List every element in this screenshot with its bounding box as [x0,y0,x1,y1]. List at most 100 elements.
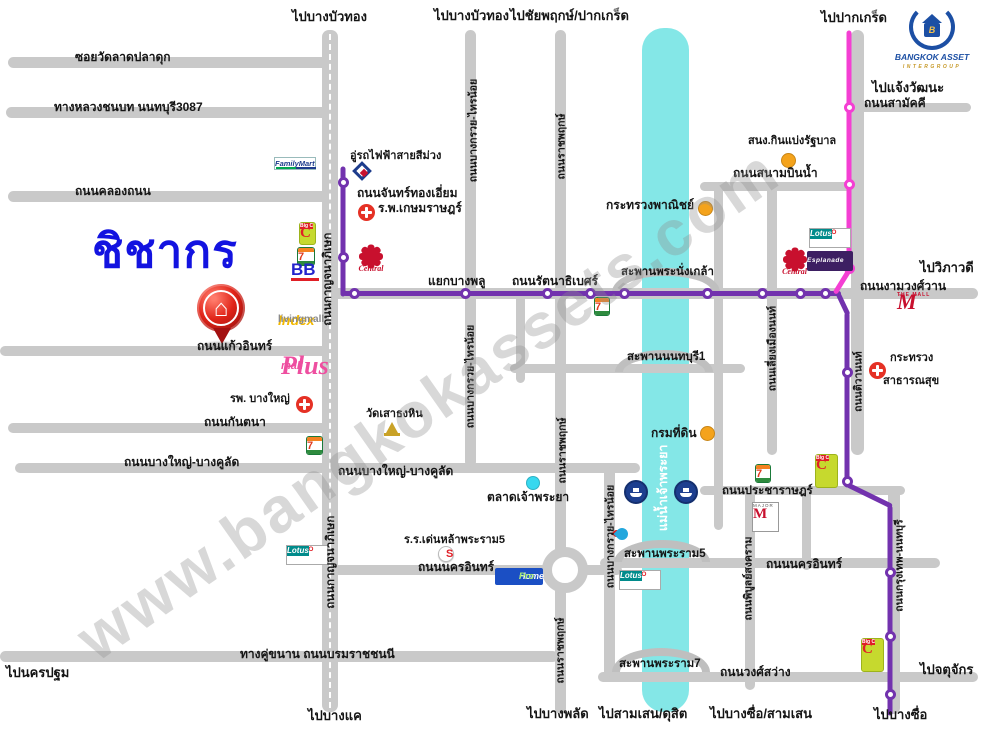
tesco-lotus-logo-2: TESCOLotus [619,570,661,590]
vlabel-kanchanaphisek-south: ถนนกาญจนาภิเษก [324,515,337,609]
station-purple-13 [884,566,896,578]
road-bang-kruai-sai-noi-south [604,467,615,677]
dir-bang-khae: ไปบางแค [308,708,362,723]
road-ratchaphruek [555,30,566,714]
central-rattanathibet-logo: Central [775,245,814,276]
label-highway-3087: ทางหลวงชนบท นนทบุรี3087 [54,100,203,114]
lottery-office-dot [781,153,796,168]
ministry-commerce-dot [698,201,713,216]
station-purple-10 [819,287,831,299]
station-purple-15 [884,688,896,700]
label-purple-line-depot: อู่รถไฟฟ้าสายสีม่วง [350,150,442,162]
road-sanambin-nam [700,182,858,191]
property-location-pin: ⌂ [194,284,250,350]
seven-eleven-logo-1: 7 [297,247,315,266]
bb-logo: BB [291,260,321,284]
seven-eleven-logo-3: 7 [306,436,323,455]
road-samakkhi [853,103,971,112]
label-chao-phraya-market: ตลาดเจ้าพระยา [487,490,570,504]
dir-bang-bua-thong-east: ไปบางบัวทอง [434,8,509,23]
vlabel-krungthep-nonthaburi: ถนนกรุงเทพ-นนทบุรี [893,519,906,612]
bang-yai-hospital-icon [296,396,313,413]
dir-nakhon-pathom: ไปนครปฐม [6,665,70,680]
label-kaeo-in: ถนนแก้วอินทร์ [197,339,273,353]
road-tiwanon [851,30,864,455]
station-pink-17 [843,178,855,190]
label-bang-yai-bang-khulat-west: ถนนบางใหญ่-บางคูลัด [124,455,240,469]
road-minor-traima [516,293,525,383]
vlabel-kanchanaphisek-north: ถนนกาญจนาภิเษก [321,232,334,326]
vlabel-bang-kruai-sai-noi-3: ถนนบางกรวย-ไทรน้อย [604,484,617,589]
road-nakhon-in-east [700,558,940,568]
public-health-ministry-icon [869,362,886,379]
vlabel-bang-kruai-sai-noi-1: ถนนบางกรวย-ไทรน้อย [467,78,480,183]
familymart-logo: FamilyMart [274,157,316,170]
station-purple-12 [841,475,853,487]
vlabel-ratchaphruek-1: ถนนราชพฤกษ์ [555,113,568,180]
vlabel-chao-phraya-river: แม่น้ำเจ้าพระยา [656,444,671,532]
label-ministry-line2: สาธารณสุข [883,375,940,387]
label-borommaratchachonnani: ทางคู่ขนาน ถนนบรมราชชนนี [240,647,395,661]
label-bridge-phra-nang-klao: สะพานพระนั่งเกล้า [621,266,714,278]
label-kantana: ถนนกันตนา [204,415,266,429]
label-khlong-thanon: ถนนคลองถนน [75,184,151,198]
dir-vibhavadi: ไปวิภาวดี [920,260,974,275]
label-bang-yai-hospital: รพ. บางใหญ่ [230,393,290,405]
vlabel-tiwanon: ถนนติวานนท์ [852,351,865,412]
vlabel-ratchaphruek-3: ถนนราชพฤกษ์ [554,617,567,684]
page-title: ชิชากร [92,225,238,277]
seven-eleven-logo-4: 7 [755,464,771,483]
station-purple-0 [337,176,349,188]
station-purple-1 [337,251,349,263]
label-lottery-office: สนง.กินแบ่งรัฐบาล [748,135,837,147]
label-chan-thong-iam: ถนนจันทร์ทองเอี่ยม [357,186,458,200]
label-ministry-line1: กระทรวง [890,352,934,364]
station-purple-2 [348,287,360,299]
kasemrad-hospital-icon [358,204,375,221]
road-phibun-songkhram [745,487,755,690]
station-purple-7 [701,287,713,299]
label-land-department: กรมที่ดิน [651,426,697,440]
label-rattanathibet: ถนนรัตนาธิเบศร์ [512,274,598,288]
vlabel-bang-kruai-sai-noi-2: ถนนบางกรวย-ไทรน้อย [464,324,477,429]
mrt-purple-line-seg3 [844,312,850,487]
label-kasemrad-hospital: ร.พ.เกษมราษฎร์ [378,201,462,215]
road-lieng-mueang-non [767,182,777,455]
dir-bang-bua-thong-west: ไปบางบัวทอง [292,9,367,24]
tesco-lotus-logo-3: TESCOLotus [809,228,851,248]
mrt-purple-line-seg5 [887,505,893,715]
label-samakkhi: ถนนสามัคคี [864,96,926,110]
vlabel-lieng-mueang-non: ถนนเลี่ยงเมืองนนท์ [766,305,779,392]
station-purple-9 [794,287,806,299]
label-wong-sawang: ถนนวงศ์สว่าง [720,665,791,679]
vlabel-phibun-songkhram: ถนนพิบูลย์สงคราม [742,536,755,621]
road-kanchanaphisek-centerline [329,34,331,708]
road-bang-kruai-sai-noi-north [465,30,476,467]
label-ministry-of-commerce: กระทรวงพาณิชย์ [606,198,695,212]
tesco-lotus-logo-1: TESCOLotus [286,545,328,565]
denla-school-logo: S [438,546,454,562]
road-borommaratchachonnani [0,651,558,662]
label-denla-rama5-school: ร.ร.เด่นหล้าพระราม5 [404,534,506,546]
nakhon-in-roundabout [542,547,588,593]
label-wat-sao-thong-hin: วัดเสาธงหิน [366,408,423,420]
central-westgate-logo: Central [348,242,394,276]
road-highway-3087 [6,107,332,118]
label-pracharat: ถนนประชาราษฎร์ [722,485,813,497]
vlabel-ratchaphruek-2: ถนนราชพฤกษ์ [556,417,569,484]
dir-samsen-dusit: ไปสามเสน/ดุสิต [599,706,688,721]
mrt-depot-logo [352,161,375,184]
dir-chaiyaphruek-pak-kret: ไปชัยพฤกษ์/ปากเกร็ด [510,8,629,23]
label-yaek-bang-phlu: แยกบางพลู [428,274,486,288]
station-purple-11 [841,366,853,378]
dir-bang-sue-samsen: ไปบางซื่อ/สามเสน [710,706,813,721]
ferry-pier-east-icon [674,480,698,504]
station-purple-6 [618,287,630,299]
ferry-pier-west-icon [624,480,648,504]
road-wong-sawang [598,672,978,682]
road-kaeo-in [0,346,338,356]
label-bridge-nonthaburi-1: สะพานนนทบุรี1 [627,351,706,363]
